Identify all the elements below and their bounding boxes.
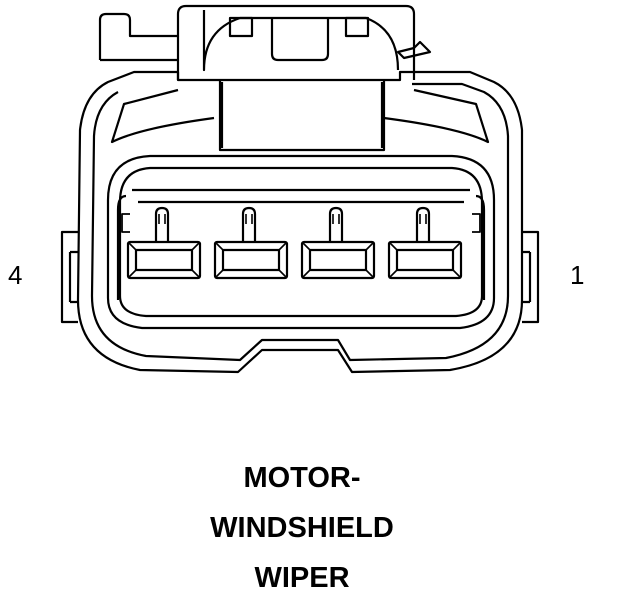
terminal-tab — [241, 206, 257, 242]
terminal — [300, 206, 376, 280]
terminal-cavity — [106, 154, 496, 330]
terminal-bevel — [127, 241, 201, 279]
terminal — [213, 206, 289, 280]
terminal — [126, 206, 202, 280]
terminal-tab-slot — [158, 214, 166, 224]
terminal-outer — [213, 240, 289, 280]
terminal-tab-slot — [332, 214, 340, 224]
caption-line-2: WINDSHIELD — [210, 512, 394, 544]
terminal-tab-slot — [245, 214, 253, 224]
terminal-tab — [415, 206, 431, 242]
connector-latch — [98, 4, 432, 80]
pin-number-right: 1 — [570, 260, 585, 290]
terminal-group — [126, 206, 463, 280]
side-clip-right — [522, 230, 540, 324]
connector-housing — [76, 70, 524, 374]
terminal-outer — [387, 240, 463, 280]
terminal — [387, 206, 463, 280]
terminal-bevel — [301, 241, 375, 279]
terminal-bevel — [388, 241, 462, 279]
terminal-outer — [126, 240, 202, 280]
terminal-tab-slot — [419, 214, 427, 224]
terminal-inner — [134, 248, 194, 272]
terminal-inner — [308, 248, 368, 272]
caption-line-1: MOTOR- — [243, 462, 361, 494]
caption-line-3: WIPER — [254, 562, 350, 594]
terminal-tab — [154, 206, 170, 242]
terminal-tab — [328, 206, 344, 242]
terminal-outer — [300, 240, 376, 280]
terminal-inner — [395, 248, 455, 272]
terminal-inner — [221, 248, 281, 272]
terminal-bevel — [214, 241, 288, 279]
pin-number-left: 4 — [8, 260, 23, 290]
side-clip-left — [60, 230, 78, 324]
